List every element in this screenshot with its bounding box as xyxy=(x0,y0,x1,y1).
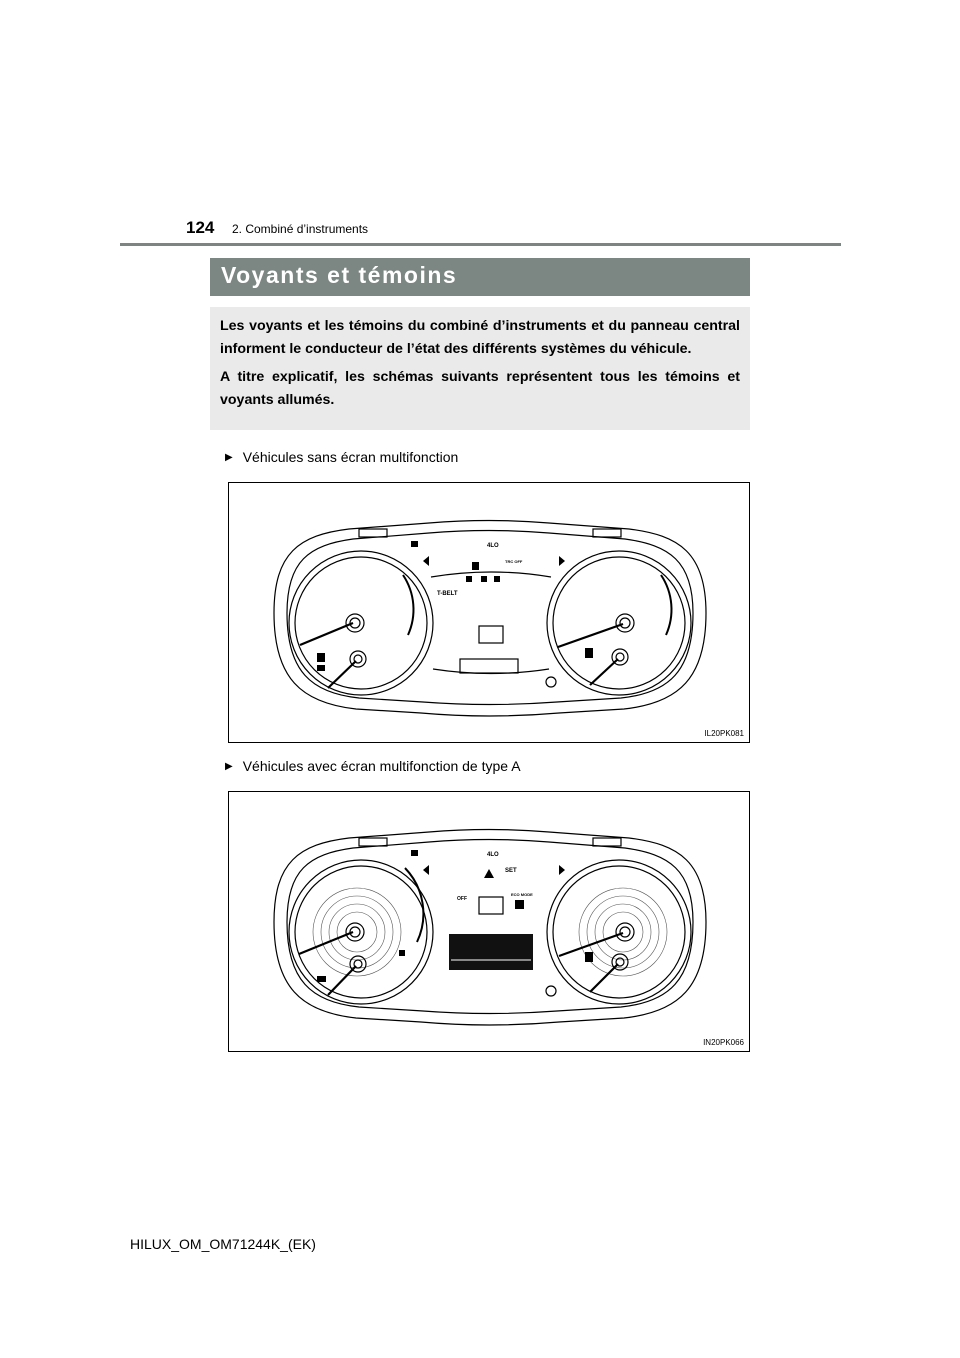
section-title: Voyants et témoins xyxy=(210,258,750,296)
figure-2-caption-text: Véhicules avec écran multifonction de ty… xyxy=(243,758,521,774)
figure-2-code: IN20PK066 xyxy=(703,1038,744,1047)
triangle-bullet-icon: ▶ xyxy=(225,452,233,463)
intro-paragraph-1: Les voyants et les témoins du combiné d’… xyxy=(220,315,740,360)
intro-box: Les voyants et les témoins du combiné d’… xyxy=(210,307,750,430)
four-lo-label: 4LO xyxy=(487,543,499,549)
figure-1-caption-text: Véhicules sans écran multifonction xyxy=(243,449,459,465)
figure-2-caption: ▶ Véhicules avec écran multifonction de … xyxy=(225,758,521,774)
figure-2: 4LO SET ECO MODE OFF IN20PK066 xyxy=(228,791,750,1052)
figure-1-caption: ▶ Véhicules sans écran multifonction xyxy=(225,449,458,465)
tbelt-label: T-BELT xyxy=(437,591,458,597)
off-label: OFF xyxy=(457,896,467,902)
figure-1-code: IL20PK081 xyxy=(704,729,744,738)
set-label: SET xyxy=(505,868,517,874)
document-id: HILUX_OM_OM71244K_(EK) xyxy=(130,1236,316,1252)
four-lo-label: 4LO xyxy=(487,852,499,858)
intro-paragraph-2: A titre explicatif, les schémas suivants… xyxy=(220,366,740,411)
instrument-cluster-illustration-1: 4LO T-BELT TRC OFF xyxy=(229,483,751,744)
triangle-bullet-icon: ▶ xyxy=(225,761,233,772)
trc-off-label: TRC OFF xyxy=(505,559,523,564)
figure-1: 4LO T-BELT TRC OFF IL20PK081 xyxy=(228,482,750,743)
header-rule xyxy=(120,243,841,246)
instrument-cluster-illustration-2: 4LO SET ECO MODE OFF xyxy=(229,792,751,1053)
eco-mode-label: ECO MODE xyxy=(511,892,533,897)
page-number: 124 xyxy=(186,218,214,238)
chapter-title: 2. Combiné d’instruments xyxy=(232,222,368,236)
